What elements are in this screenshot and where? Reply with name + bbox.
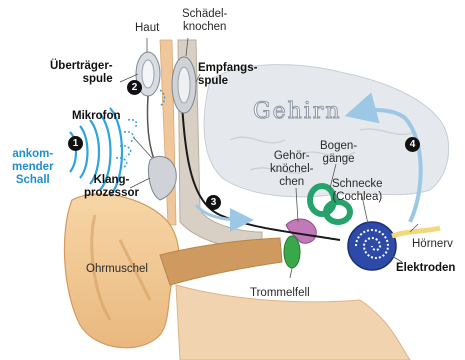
step-marker-3: 3 bbox=[206, 195, 221, 210]
step-marker-2: 2 bbox=[127, 80, 142, 95]
label-elektroden: Elektroden bbox=[396, 262, 455, 275]
auditory-nerve bbox=[392, 228, 440, 236]
receiver-coil bbox=[172, 57, 196, 113]
label-schnecke: Schnecke (Cochlea) bbox=[332, 178, 383, 204]
eardrum bbox=[284, 236, 300, 268]
cochlea bbox=[348, 222, 396, 270]
label-uebertraegerspule: Überträger- spule bbox=[50, 60, 113, 86]
label-haut: Haut bbox=[135, 22, 159, 35]
label-ohrmuschel: Ohrmuschel bbox=[86, 263, 148, 276]
label-gehoerknoechelchen: Gehör- knöchel- chen bbox=[270, 150, 313, 189]
label-ankommender-schall: ankom- mender Schall bbox=[12, 148, 54, 187]
label-mikrofon: Mikrofon bbox=[72, 110, 121, 123]
label-schaedelknochen: Schädel- knochen bbox=[182, 8, 227, 34]
label-klangprozessor: Klang- prozessor bbox=[84, 174, 139, 200]
label-hoernerv: Hörnerv bbox=[412, 238, 453, 251]
label-bogengaenge: Bogen- gänge bbox=[320, 140, 357, 166]
step-marker-4: 4 bbox=[405, 137, 420, 152]
step-marker-1: 1 bbox=[68, 136, 83, 151]
label-trommelfell: Trommelfell bbox=[250, 287, 310, 300]
label-gehirn: Gehirn bbox=[253, 99, 341, 124]
label-empfangsspule: Empfangs- spule bbox=[198, 62, 257, 88]
